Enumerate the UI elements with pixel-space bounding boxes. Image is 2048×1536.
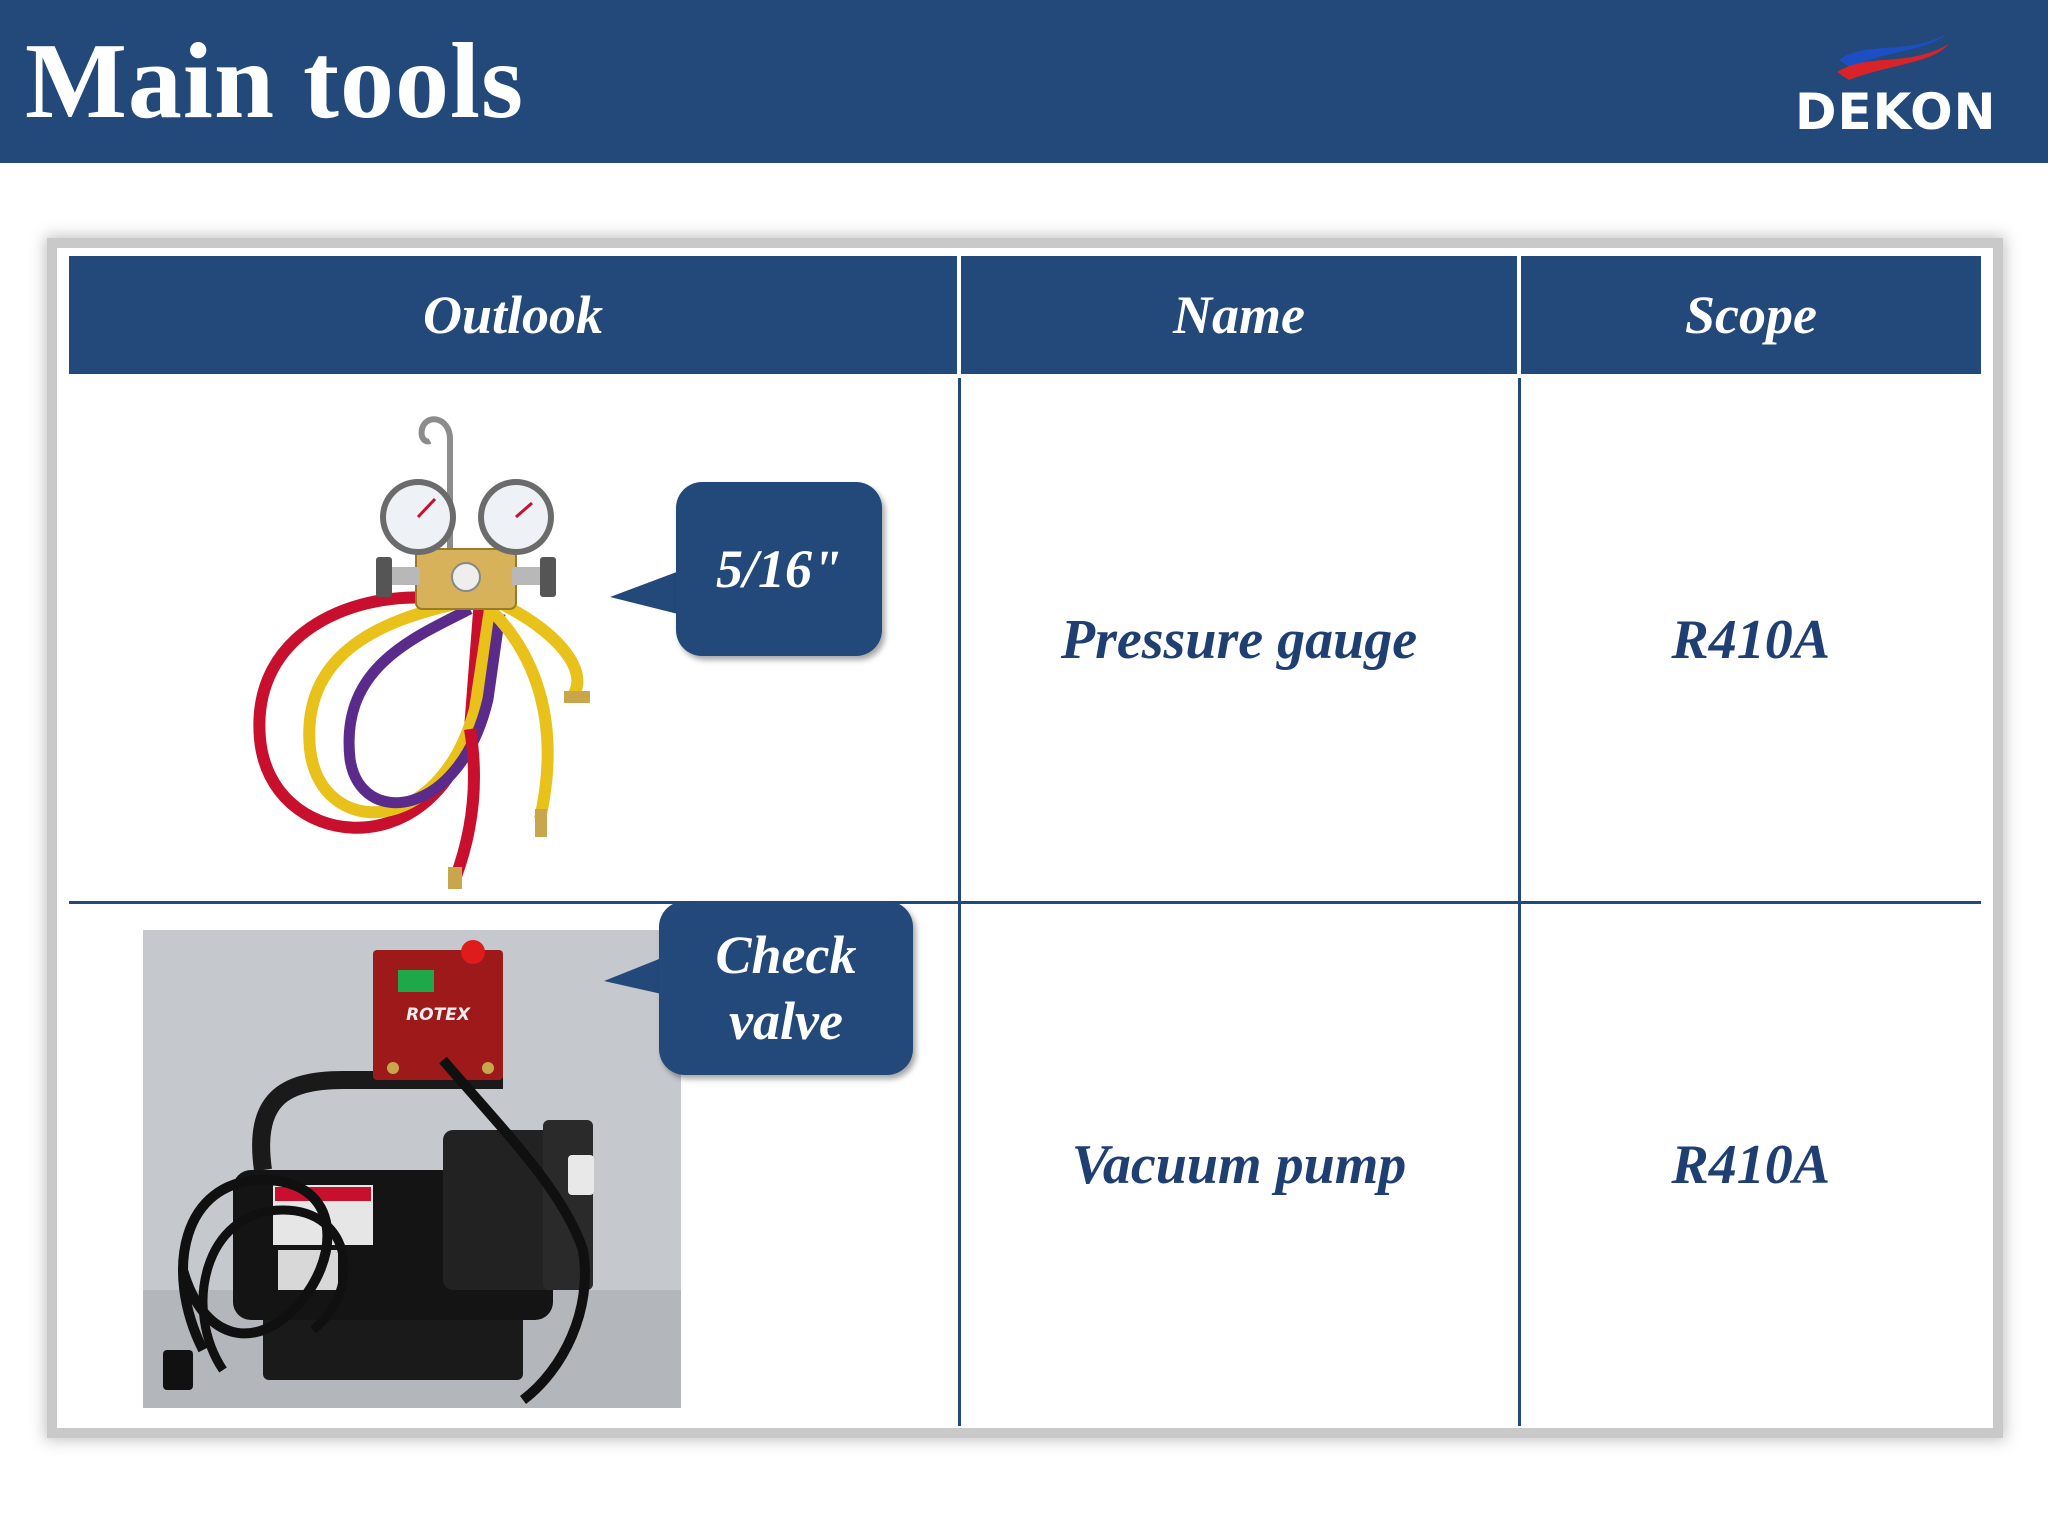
- page-title: Main tools: [25, 22, 525, 141]
- hose-size-callout: 5/16": [676, 482, 882, 656]
- outlook-cell: 5/16": [69, 374, 961, 904]
- scope-cell: R410A: [1517, 374, 1981, 904]
- table-row: 5/16" Pressure gauge R410A: [69, 374, 1981, 904]
- name-cell: Pressure gauge: [957, 374, 1521, 904]
- scope-cell: R410A: [1517, 901, 1981, 1426]
- vacuum-pump-image: ROTEX: [143, 930, 681, 1408]
- name-cell: Vacuum pump: [957, 901, 1521, 1426]
- dekon-logo: DEKON: [1795, 30, 1997, 141]
- tools-table: Outlook Name Scope: [69, 256, 1981, 1426]
- outlook-cell: ROTEX: [69, 901, 961, 1426]
- callout-pointer-icon: [610, 567, 690, 617]
- check-valve-callout: Check valve: [659, 901, 913, 1075]
- pump-brand-label: ROTEX: [406, 1005, 471, 1025]
- column-header-name: Name: [957, 256, 1521, 378]
- slide-header: Main tools DEKON: [0, 0, 2048, 163]
- column-header-outlook: Outlook: [69, 256, 961, 378]
- tools-table-frame: Outlook Name Scope: [57, 248, 1993, 1428]
- logo-swoosh-icon: [1837, 34, 1949, 80]
- table-row: ROTEX: [69, 901, 1981, 1426]
- column-header-scope: Scope: [1517, 256, 1981, 378]
- logo-text: DEKON: [1795, 83, 1997, 141]
- callout-line: valve: [729, 991, 843, 1051]
- pressure-gauge-image: [253, 416, 590, 889]
- callout-line: Check: [715, 925, 857, 985]
